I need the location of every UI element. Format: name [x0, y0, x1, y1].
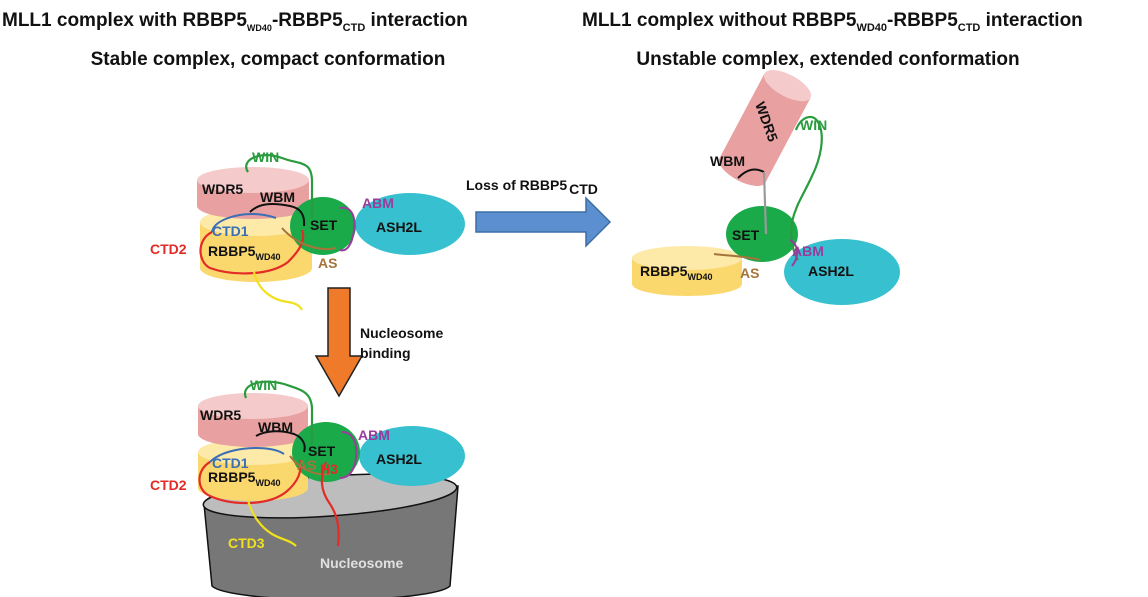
- abm-line: [339, 206, 356, 252]
- ctd3-line: [252, 271, 303, 311]
- as-label-2: AS: [740, 265, 759, 281]
- horizontal-arrow: [475, 196, 612, 248]
- as-label: AS: [318, 255, 337, 271]
- set-shape-2: [726, 206, 798, 262]
- complex-extended: WDR5 WIN WBM SET ABM ASH2L RBBP5WD40 AS: [632, 70, 900, 305]
- set-label-2: SET: [732, 227, 760, 243]
- rbbp5-label-2: RBBP5WD40: [640, 263, 712, 282]
- set-label-3: SET: [308, 443, 336, 459]
- ctd1-label-3: CTD1: [212, 455, 249, 471]
- ash2l-label-3: ASH2L: [376, 451, 422, 467]
- ash2l-shape-2: [784, 239, 900, 305]
- as-label-3: AS: [297, 457, 316, 473]
- wbm-label-2: WBM: [710, 153, 745, 169]
- complex-compact: WIN WDR5 WBM SET ABM ASH2L CTD1 CTD2 RBB…: [150, 149, 465, 311]
- wbm-line-3: [255, 430, 306, 453]
- as-line-3: [289, 455, 331, 476]
- win-loop: [245, 154, 314, 218]
- set-label: SET: [310, 217, 338, 233]
- ash2l-label: ASH2L: [376, 219, 422, 235]
- abm-label-2: ABM: [792, 243, 824, 259]
- wbm-line-2: [737, 168, 765, 179]
- win-line-2: [790, 115, 823, 261]
- ctd3-line-3: [246, 499, 297, 547]
- rbbp5-cylinder-3: [198, 439, 308, 501]
- ctd2-label: CTD2: [150, 241, 187, 257]
- as-line: [281, 227, 337, 250]
- wbm-label-3: WBM: [258, 419, 293, 435]
- win-label: WIN: [252, 149, 279, 165]
- left-subtitle: Stable complex, compact conformation: [91, 49, 446, 70]
- wdr5-label: WDR5: [202, 181, 243, 197]
- win-line-3: [243, 380, 314, 444]
- rbbp5-cylinder-2: [632, 246, 742, 296]
- ctd1-line-3: [209, 446, 285, 463]
- abm-line-3: [339, 431, 358, 479]
- as-line-2: [713, 253, 761, 261]
- ctd3-label: CTD3: [228, 535, 265, 551]
- left-title: MLL1 complex with RBBP5WD40-RBBP5CTD int…: [2, 10, 468, 34]
- win-label-3: WIN: [250, 377, 277, 393]
- ctd2-line: [199, 229, 305, 275]
- wbm-line: [249, 203, 306, 227]
- abm-line-2: [789, 239, 798, 267]
- wdr5-cylinder: [197, 167, 309, 219]
- abm-label-3: ABM: [358, 427, 390, 443]
- nucleosome-label: Nucleosome: [320, 555, 403, 571]
- vertical-arrow-label-1: Nucleosome: [360, 325, 443, 341]
- wdr5-tilted-cylinder: [718, 70, 812, 186]
- right-subtitle: Unstable complex, extended conformation: [636, 49, 1019, 70]
- wdr5-cylinder-3: [198, 393, 308, 447]
- ctd2-label-3: CTD2: [150, 477, 187, 493]
- vertical-arrow: [314, 287, 364, 398]
- abm-label: ABM: [362, 195, 394, 211]
- vertical-arrow-label-2: binding: [360, 345, 411, 361]
- set-shape-3: [292, 422, 360, 482]
- rbbp5-label-3: RBBP5WD40: [208, 469, 280, 488]
- wdr5-label-3: WDR5: [200, 407, 241, 423]
- ash2l-shape-3: [359, 426, 465, 486]
- h3-label: H3: [320, 461, 338, 477]
- wbm-label: WBM: [260, 189, 295, 205]
- set-shape: [290, 197, 356, 255]
- right-title: MLL1 complex without RBBP5WD40-RBBP5CTD …: [582, 10, 1083, 34]
- ctd1-line: [211, 212, 277, 233]
- h3-line: [320, 461, 340, 547]
- ctd1-label: CTD1: [212, 223, 249, 239]
- grey-linker: [762, 171, 768, 235]
- win-label-2: WIN: [800, 117, 827, 133]
- nucleosome-cylinder: [202, 473, 459, 597]
- ash2l-shape: [355, 193, 465, 255]
- complex-nucleosome: WIN WDR5 WBM SET ABM ASH2L CTD1 CTD2 RBB…: [150, 377, 465, 597]
- rbbp5-label: RBBP5WD40: [208, 243, 280, 262]
- ash2l-label-2: ASH2L: [808, 263, 854, 279]
